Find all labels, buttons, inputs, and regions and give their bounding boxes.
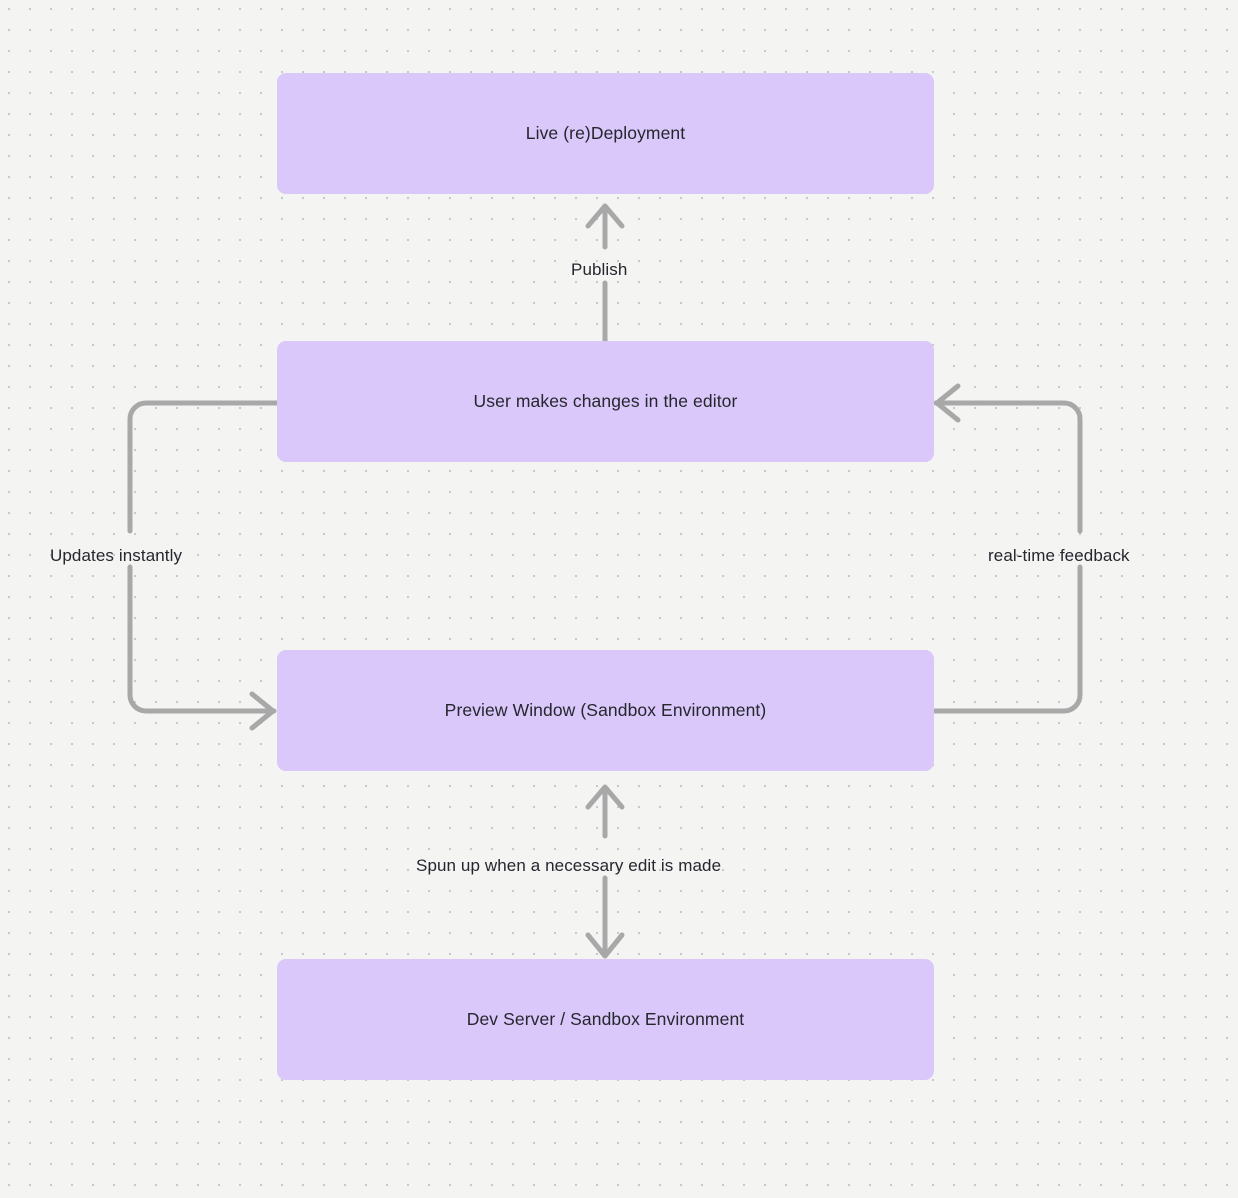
edge-label-real-time-feedback: real-time feedback bbox=[988, 546, 1130, 565]
node-live-deployment[interactable]: Live (re)Deployment bbox=[277, 73, 934, 194]
node-label: User makes changes in the editor bbox=[473, 391, 738, 412]
node-user-makes-changes[interactable]: User makes changes in the editor bbox=[277, 341, 934, 462]
node-label: Live (re)Deployment bbox=[525, 123, 686, 144]
edge-label-spun-up: Spun up when a necessary edit is made bbox=[416, 856, 722, 875]
node-label: Preview Window (Sandbox Environment) bbox=[444, 700, 767, 721]
node-preview-window[interactable]: Preview Window (Sandbox Environment) bbox=[277, 650, 934, 771]
edge-label-updates-instantly: Updates instantly bbox=[50, 546, 183, 565]
node-label: Dev Server / Sandbox Environment bbox=[466, 1009, 745, 1030]
edge-updates-instantly bbox=[127, 400, 280, 731]
edge-label-publish: Publish bbox=[571, 260, 628, 279]
node-dev-server[interactable]: Dev Server / Sandbox Environment bbox=[277, 959, 934, 1080]
